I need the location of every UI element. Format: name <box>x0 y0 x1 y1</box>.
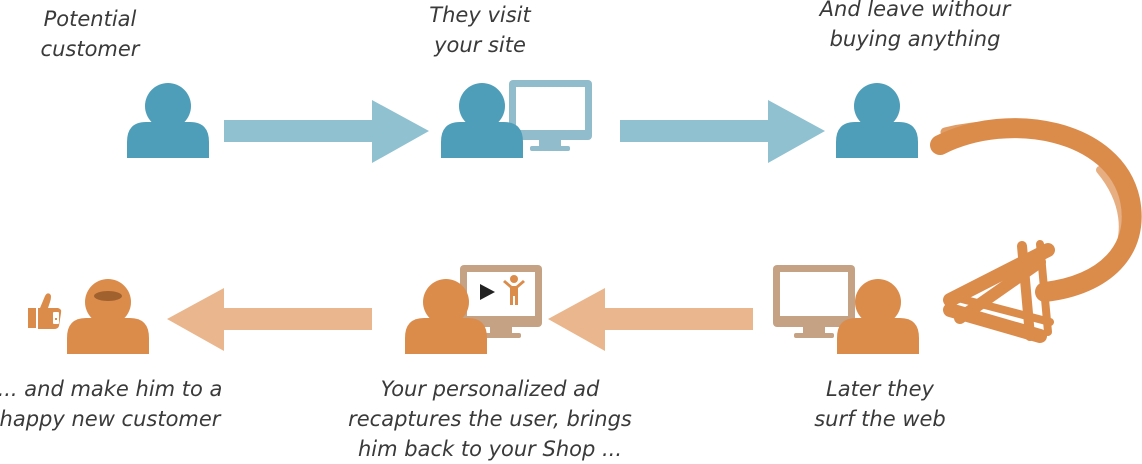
curved-brush-arrow-icon <box>930 118 1142 343</box>
play-icon <box>480 284 495 300</box>
leave-label: And leave withour buying anything <box>819 0 1011 51</box>
potential-customer-label: Potential customer <box>40 7 140 61</box>
ad-figure-icon <box>503 275 525 305</box>
surf-web-label: Later they surf the web <box>814 377 946 431</box>
arrow-right-2 <box>620 100 825 163</box>
monitor-icon <box>460 265 542 338</box>
happy-customer-label: ... and make him to a happy new customer <box>0 377 223 431</box>
arrow-left-1 <box>548 288 753 351</box>
visit-site-label: They visit your site <box>429 3 531 57</box>
smile-icon <box>94 291 122 301</box>
personalized-ad-label: Your personalized ad recaptures the user… <box>348 377 632 461</box>
thumbs-up-icon <box>28 293 62 329</box>
monitor-icon <box>509 80 592 151</box>
arrow-right-1 <box>224 100 429 163</box>
monitor-icon <box>773 265 855 338</box>
person-icon <box>836 83 918 158</box>
person-icon <box>127 83 209 158</box>
arrow-left-2 <box>167 288 372 351</box>
person-icon <box>67 279 149 354</box>
